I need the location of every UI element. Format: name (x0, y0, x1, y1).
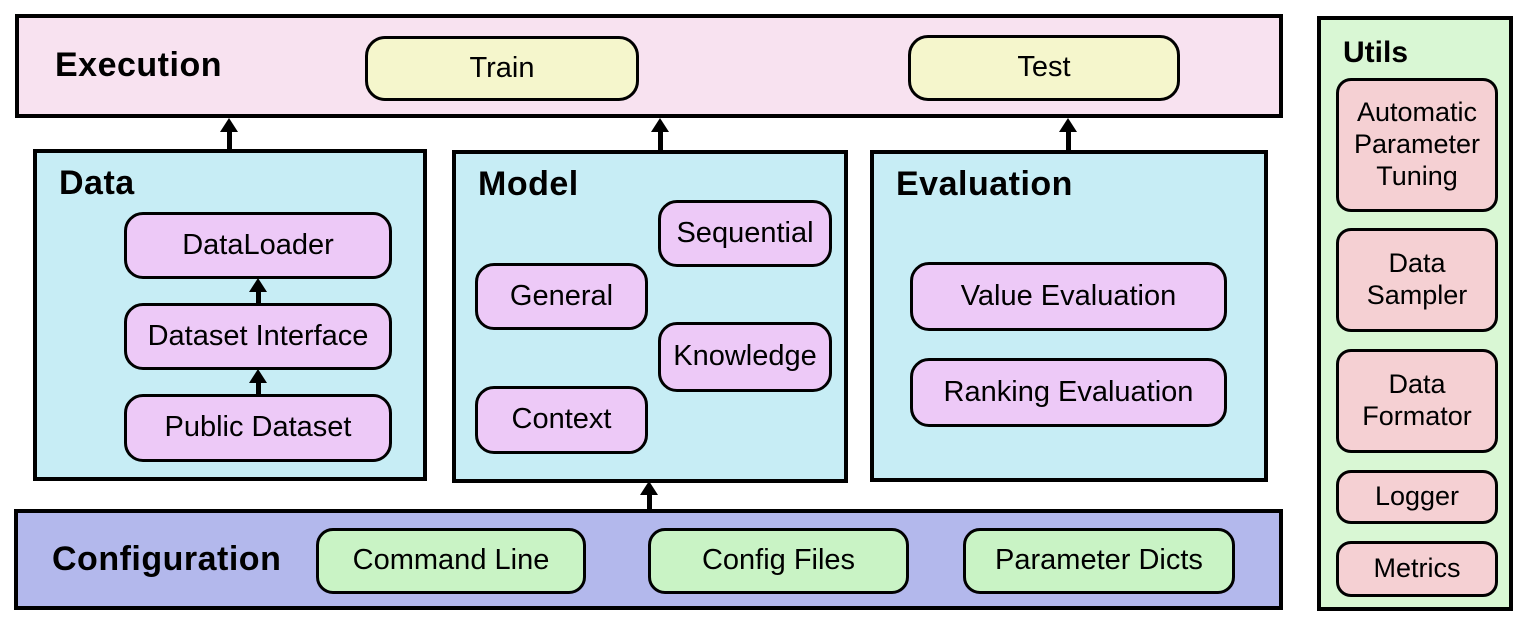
arrow-stem (646, 495, 652, 510)
public-dataset-node: Public Dataset (124, 394, 392, 462)
arrowhead-icon (651, 118, 669, 132)
arrow-model-to-execution (651, 118, 669, 150)
arrow-data-to-execution (220, 118, 238, 149)
arrowhead-icon (640, 481, 658, 495)
data-sampler-node: Data Sampler (1336, 228, 1498, 332)
dataset-interface-node: Dataset Interface (124, 303, 392, 370)
test-node: Test (908, 35, 1180, 101)
arrow-stem (255, 292, 261, 304)
dataloader-node: DataLoader (124, 212, 392, 279)
arrowhead-icon (220, 118, 238, 132)
general-node: General (475, 263, 648, 330)
data-title: Data (59, 164, 135, 202)
data-formator-node: Data Formator (1336, 349, 1498, 453)
value-evaluation-node: Value Evaluation (910, 262, 1227, 331)
train-node: Train (365, 36, 639, 101)
utils-title: Utils (1343, 36, 1409, 69)
logger-node: Logger (1336, 470, 1498, 524)
evaluation-title: Evaluation (896, 165, 1073, 203)
parameter-dicts-node: Parameter Dicts (963, 528, 1235, 594)
arrow-stem (657, 132, 663, 150)
execution-title: Execution (55, 46, 222, 85)
config-files-node: Config Files (648, 528, 909, 594)
command-line-node: Command Line (316, 528, 586, 594)
arrow-stem (226, 132, 232, 149)
arrow-configuration-to-model (640, 481, 658, 510)
arrow-dataset-interface-to-dataloader (249, 278, 267, 304)
context-node: Context (475, 386, 648, 454)
arrowhead-icon (249, 278, 267, 292)
arrow-stem (255, 383, 261, 395)
arrowhead-icon (1059, 118, 1077, 132)
configuration-title: Configuration (52, 539, 282, 578)
metrics-node: Metrics (1336, 541, 1498, 597)
sequential-node: Sequential (658, 200, 832, 267)
arrow-stem (1065, 132, 1071, 150)
model-title: Model (478, 165, 579, 203)
knowledge-node: Knowledge (658, 322, 832, 392)
arrow-public-dataset-to-dataset-interface (249, 369, 267, 395)
ranking-evaluation-node: Ranking Evaluation (910, 358, 1227, 427)
automatic-parameter-tuning-node: Automatic Parameter Tuning (1336, 78, 1498, 212)
arrowhead-icon (249, 369, 267, 383)
arrow-evaluation-to-execution (1059, 118, 1077, 150)
